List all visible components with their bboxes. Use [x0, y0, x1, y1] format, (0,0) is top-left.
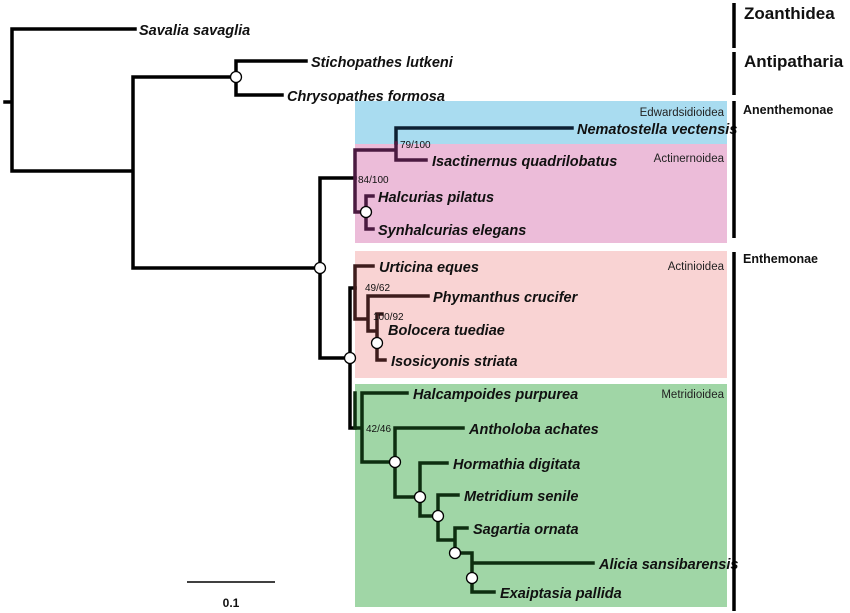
node-circle	[431, 509, 445, 523]
support-value: 42/46	[366, 424, 391, 435]
scale-bar-label: 0.1	[223, 596, 240, 610]
taxon-label-sagartia: Sagartia ornata	[473, 522, 579, 538]
taxon-label-hormathia: Hormathia digitata	[453, 457, 580, 473]
taxon-label-synhalcurias: Synhalcurias elegans	[378, 223, 526, 239]
actinioidea-box	[355, 251, 727, 378]
taxon-label-bolocera: Bolocera tuediae	[388, 323, 505, 339]
taxon-label-savalia: Savalia savaglia	[139, 23, 250, 39]
node-circle	[229, 70, 243, 84]
clade-label-actinernoidea: Actinernoidea	[654, 153, 725, 165]
taxon-label-phymanthus: Phymanthus crucifer	[433, 290, 579, 306]
group-label-anenthemonae: Anenthemonae	[743, 103, 833, 117]
taxon-label-halcurias: Halcurias pilatus	[378, 190, 494, 206]
group-label-enthemonae: Enthemonae	[743, 252, 818, 266]
node-circle	[343, 351, 357, 365]
clade-label-actinioidea: Actinioidea	[668, 261, 725, 273]
node-markers	[229, 70, 479, 585]
taxon-label-stichopathes: Stichopathes lutkeni	[311, 55, 454, 71]
taxon-label-isosicyonis: Isosicyonis striata	[391, 354, 518, 370]
taxon-label-halcampoides: Halcampoides purpurea	[413, 387, 578, 403]
taxon-label-alicia: Alicia sansibarensis	[598, 557, 738, 573]
taxon-label-chrysopathes: Chrysopathes formosa	[287, 89, 445, 105]
support-value: 49/62	[365, 283, 390, 294]
node-circle	[313, 261, 327, 275]
taxon-label-nematostella: Nematostella vectensis	[577, 122, 737, 138]
node-circle	[388, 455, 402, 469]
taxon-label-metridium: Metridium senile	[464, 489, 578, 505]
edwardsidioidea-branches	[394, 126, 574, 145]
support-value: 79/100	[400, 140, 431, 151]
edwardsidioidea-box	[355, 101, 727, 144]
taxon-label-exaiptasia: Exaiptasia pallida	[500, 586, 622, 602]
clade-label-edwardsidioidea: Edwardsidioidea	[640, 107, 725, 119]
node-circle	[370, 336, 384, 350]
taxon-label-urticina: Urticina eques	[379, 260, 479, 276]
node-circle	[465, 571, 479, 585]
taxon-label-isactinernus: Isactinernus quadrilobatus	[432, 154, 617, 170]
clade-label-metridioidea: Metridioidea	[661, 389, 724, 401]
node-circle	[448, 546, 462, 560]
node-circle	[359, 205, 373, 219]
support-value: 84/100	[358, 175, 389, 186]
taxon-label-antholoba: Antholoba achates	[468, 422, 599, 438]
support-value: 100/92	[373, 312, 404, 323]
node-circle	[413, 490, 427, 504]
group-label-antipatharia: Antipatharia	[744, 52, 844, 71]
group-label-zoanthidea: Zoanthidea	[744, 4, 835, 23]
